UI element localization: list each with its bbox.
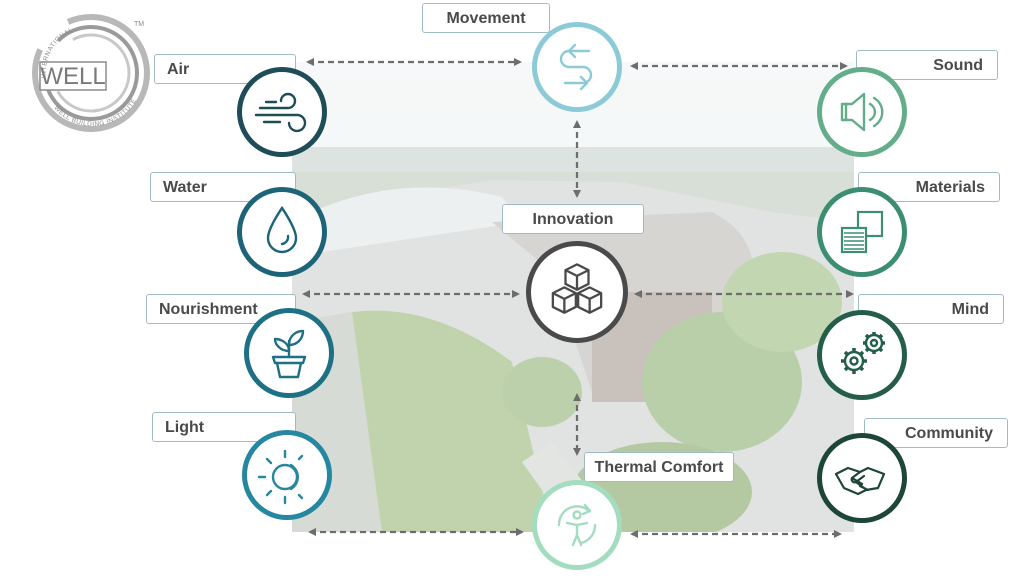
person-cycle-icon [557, 503, 597, 547]
concept-node-thermal-comfort [532, 480, 622, 570]
concept-node-mind [817, 310, 907, 400]
material-swatch-icon [840, 210, 884, 254]
gears-icon [841, 332, 885, 374]
logo-trademark: TM [134, 21, 144, 28]
well-logo: WELL INTERNATIONAL WELL BUILDING INSTITU… [32, 14, 150, 132]
sun-moon-icon [257, 449, 304, 505]
label-innovation: Innovation [502, 204, 644, 234]
movement-arrows-icon [559, 43, 593, 91]
cubes-icon [551, 263, 603, 314]
handshake-icon [834, 466, 886, 496]
label-movement: Movement [422, 3, 550, 33]
logo-wordmark: WELL [40, 63, 105, 90]
concept-node-sound [817, 67, 907, 157]
label-mind: Mind [858, 294, 1004, 324]
speaker-icon [840, 92, 884, 132]
label-light: Light [152, 412, 296, 442]
label-sound: Sound [856, 50, 998, 80]
label-thermal-comfort: Thermal Comfort [584, 452, 734, 482]
concept-node-air [237, 67, 327, 157]
concept-node-innovation [526, 241, 628, 343]
concept-node-nourishment [244, 308, 334, 398]
concept-node-light [242, 430, 332, 520]
concept-node-community [817, 433, 907, 523]
potted-plant-icon [271, 329, 307, 379]
concept-node-water [237, 187, 327, 277]
wind-icon [254, 92, 307, 133]
water-drop-icon [266, 205, 298, 254]
concept-node-movement [532, 22, 622, 112]
concept-node-materials [817, 187, 907, 277]
